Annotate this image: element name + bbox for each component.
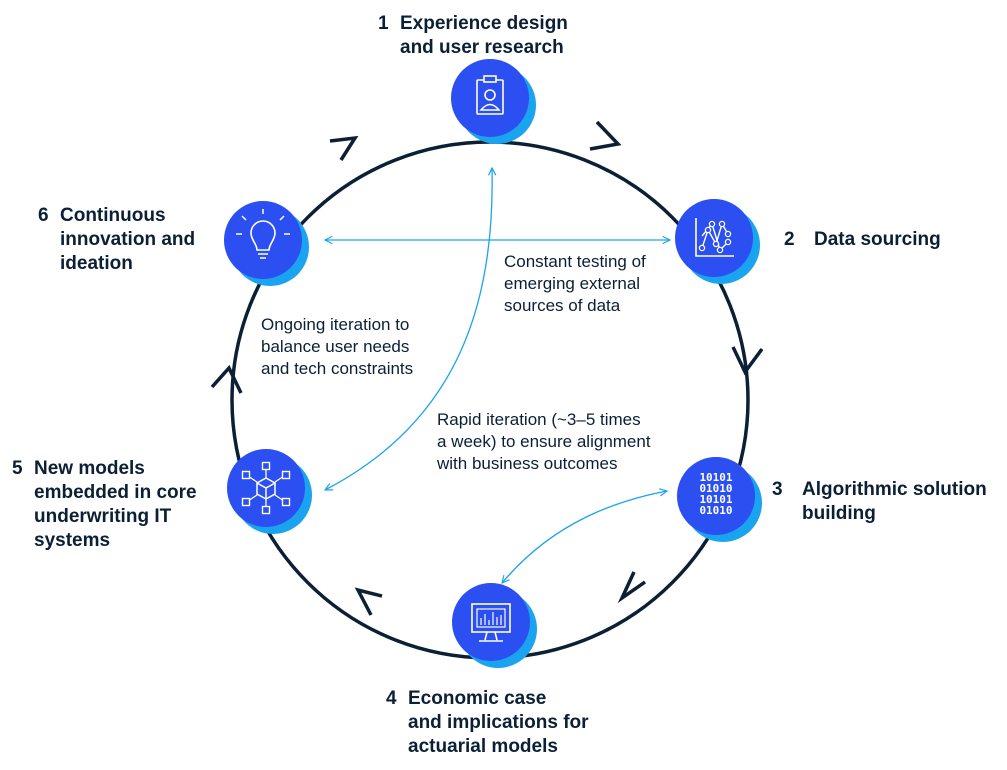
circle-body: [224, 201, 302, 279]
note-user-tech-balance: Ongoing iteration to balance user needs …: [261, 314, 413, 380]
note-rapid-iteration: Rapid iteration (~3–5 times a week) to e…: [437, 409, 651, 475]
step-4-text-line: Economic case: [408, 688, 547, 709]
step-4-circle: [452, 583, 537, 668]
step-5-circle: [227, 449, 312, 534]
step-4-label: 4 Economic case and implications for actu…: [386, 687, 589, 759]
step-1-label: 1 Experience design and user research: [378, 12, 568, 60]
step-6-number: 6: [38, 205, 49, 226]
note-line: and tech constraints: [261, 359, 414, 378]
note-line: sources of data: [504, 296, 621, 315]
step-2-text-line: Data sourcing: [814, 229, 941, 250]
step-5-text-line: New models: [34, 458, 145, 479]
step-3-text-line: Algorithmic solution: [802, 479, 987, 500]
step-2-label: 2 Data sourcing: [784, 228, 941, 252]
step-2-circle: [675, 199, 760, 284]
ring-arrows: [210, 120, 764, 616]
network-cube-icon: [241, 461, 291, 515]
step-4-number: 4: [386, 688, 397, 709]
step-3-text-line: building: [802, 503, 876, 524]
step-5-text-line: systems: [34, 530, 111, 551]
step-4-text-line: actuarial models: [408, 736, 558, 757]
ring-arrow-top-left: [329, 135, 359, 161]
step-4-text-line: and implications for: [408, 712, 589, 733]
step-3-label: 3 Algorithmic solution building: [772, 478, 987, 526]
step-6-text-line: Continuous: [60, 205, 166, 226]
ring-arrow-right: [731, 346, 764, 376]
ring-arrow-right-top: [589, 120, 622, 151]
cycle-ring: [230, 140, 750, 660]
step-5-number: 5: [12, 458, 23, 479]
lightbulb-icon: [236, 209, 290, 259]
ring-arrow-left: [210, 364, 243, 394]
note-line: with business outcomes: [437, 454, 618, 473]
circle-body: [452, 583, 530, 661]
step-1-number: 1: [378, 13, 389, 34]
step-1-text-line: Experience design: [400, 13, 568, 34]
connectors: [325, 168, 670, 583]
connector-3-4: [502, 491, 667, 583]
step-1-text-line: and user research: [400, 37, 564, 58]
step-6-circle: [224, 201, 309, 286]
note-line: balance user needs: [261, 337, 410, 356]
scatter-chart-icon: [695, 218, 734, 257]
note-line: emerging external: [504, 274, 641, 293]
step-6-text-line: innovation and: [60, 229, 196, 250]
step-5-text-line: underwriting IT: [34, 506, 172, 527]
note-line: a week) to ensure alignment: [437, 432, 651, 451]
ring-arrow-bottom-right: [617, 571, 646, 604]
step-6-text-line: ideation: [60, 253, 133, 274]
step-6-label: 6 Continuous innovation and ideation: [38, 204, 195, 276]
ring-arrow-bottom-left: [354, 587, 383, 616]
binary-row: 10101: [699, 471, 732, 484]
circle-body: [451, 59, 529, 137]
step-3-number: 3: [772, 479, 783, 500]
binary-row: 10101: [699, 493, 732, 506]
note-line: Ongoing iteration to: [261, 315, 410, 334]
note-data-testing: Constant testing of emerging external so…: [504, 251, 646, 317]
circle-body: [677, 457, 755, 535]
step-5-label: 5 New models embedded in core underwritin…: [12, 457, 197, 553]
monitor-chart-icon: [471, 603, 511, 642]
step-1-circle: [451, 59, 536, 144]
binary-row: 01010: [699, 482, 732, 495]
note-line: Rapid iteration (~3–5 times: [437, 410, 641, 429]
circle-body: [675, 199, 753, 277]
step-2-number: 2: [784, 229, 795, 250]
connector-1-5: [325, 168, 492, 490]
note-line: Constant testing of: [504, 252, 646, 271]
step-5-text-line: embedded in core: [34, 482, 197, 503]
binary-row: 01010: [699, 504, 732, 517]
clipboard-user-icon: [476, 75, 504, 115]
